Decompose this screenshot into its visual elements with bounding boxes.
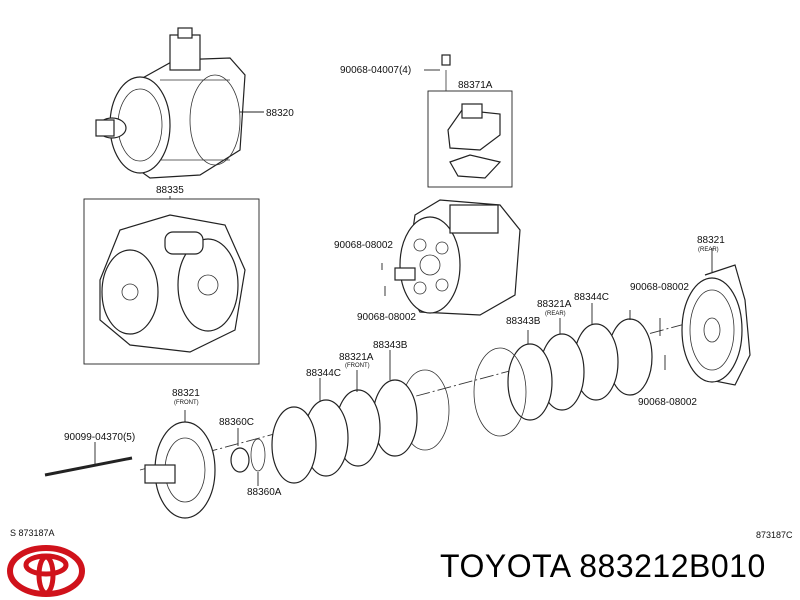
front-valve-plates (271, 350, 450, 484)
toyota-logo-icon (7, 545, 85, 597)
label-rear-tag-2: (REAR) (545, 311, 566, 317)
label-88321-rear: 88321 (697, 235, 725, 246)
label-88360C: 88360C (219, 417, 254, 428)
label-88371A: 88371A (458, 80, 493, 91)
exploded-axis-line (139, 319, 701, 471)
label-88335: 88335 (156, 185, 184, 196)
compressor-assembly-88320 (95, 27, 264, 179)
label-88343B-front: 88343B (373, 340, 408, 351)
label-front-tag: (FRONT) (345, 363, 370, 369)
part-number-title: TOYOTA 883212B010 (440, 548, 766, 584)
ref-code-left: S 873187A (10, 528, 55, 538)
label-rear-tag: (REAR) (698, 247, 719, 253)
front-cylinder-head-88321 (44, 410, 266, 519)
gasket-kit-88335 (83, 196, 260, 365)
label-88320: 88320 (266, 108, 294, 119)
label-90068-08002-d: 90068-08002 (638, 397, 697, 408)
label-88344C-rear: 88344C (574, 292, 609, 303)
label-90068-08002-c: 90068-08002 (630, 282, 689, 293)
label-88343B-rear: 88343B (506, 316, 541, 327)
label-front-tag-2: (FRONT) (174, 400, 199, 406)
label-88321A-front: 88321A (339, 352, 374, 363)
compressor-body (381, 199, 521, 316)
label-88360A: 88360A (247, 487, 282, 498)
label-88344C-front: 88344C (306, 368, 341, 379)
rear-valve-plates (473, 303, 666, 437)
rear-cylinder-head-88321 (681, 248, 751, 386)
label-90099-04370: 90099-04370(5) (64, 432, 135, 443)
ref-code-right: 873187C (756, 530, 793, 540)
label-88321A-rear: 88321A (537, 299, 572, 310)
label-90068-08002-a: 90068-08002 (334, 240, 393, 251)
label-88321-front: 88321 (172, 388, 200, 399)
valve-assembly-88371A (424, 54, 513, 188)
label-90068-04007: 90068-04007(4) (340, 65, 411, 76)
label-90068-08002-b: 90068-08002 (357, 312, 416, 323)
